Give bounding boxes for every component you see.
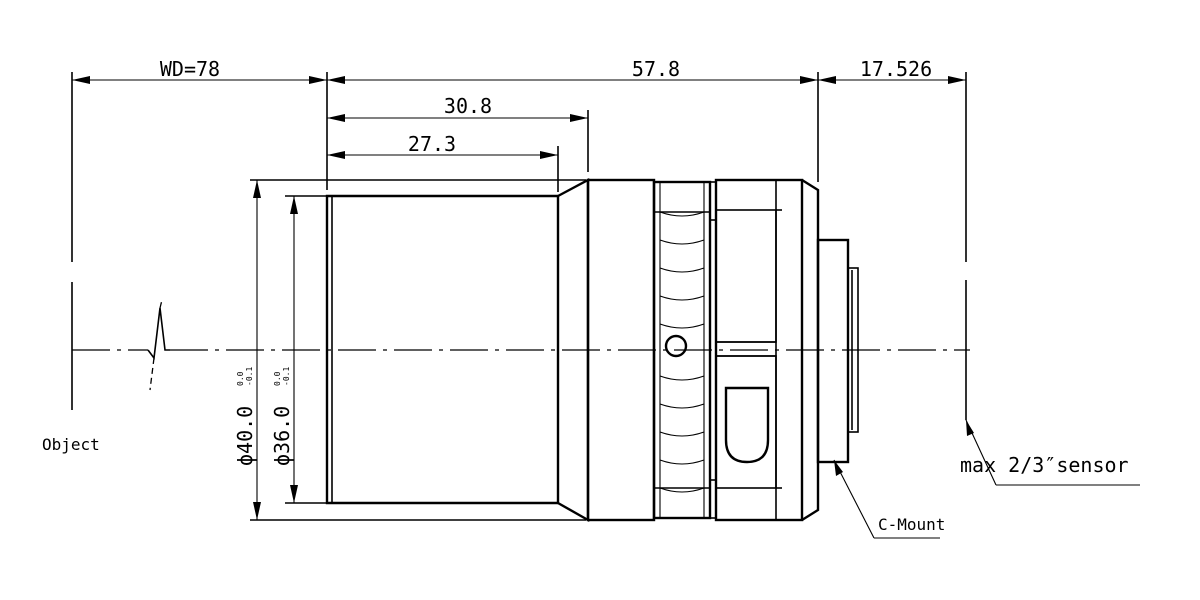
object-label: Object (42, 435, 100, 454)
inner-diameter-label: ϕ36.0 (270, 406, 294, 466)
outer-diameter-tol-lower: -0.1 (245, 367, 254, 386)
outer-diameter-label: ϕ40.0 (233, 406, 257, 466)
inner-diameter-tol-upper: 0.0 (273, 371, 282, 386)
object-label-group: Object (42, 435, 100, 454)
dim-working-distance: WD=78 (72, 57, 327, 84)
front-length-outer-label: 30.8 (444, 94, 492, 118)
front-length-inner-label: 27.3 (408, 132, 456, 156)
working-distance-label: WD=78 (160, 57, 220, 81)
sensor-label: max 2/3″sensor (960, 453, 1129, 477)
lens-length-label: 57.8 (632, 57, 680, 81)
dim-lens-length: 57.8 (327, 57, 818, 84)
mount-label-group: C-Mount (833, 459, 945, 539)
flange-distance-label: 17.526 (860, 57, 932, 81)
c-mount (816, 238, 859, 464)
dim-flange-distance: 17.526 (818, 57, 966, 84)
inner-diameter-tol-lower: -0.1 (282, 367, 291, 386)
sensor-label-group: max 2/3″sensor (960, 419, 1140, 486)
dim-front-length-outer: 30.8 (327, 94, 588, 122)
focus-ring (586, 178, 716, 522)
dim-front-length-inner: 27.3 (327, 132, 558, 159)
rear-body (714, 178, 820, 522)
optical-axis (72, 299, 970, 391)
extension-lines (71, 72, 967, 521)
outer-diameter-tol-upper: 0.0 (236, 371, 245, 386)
mount-label: C-Mount (878, 515, 945, 534)
